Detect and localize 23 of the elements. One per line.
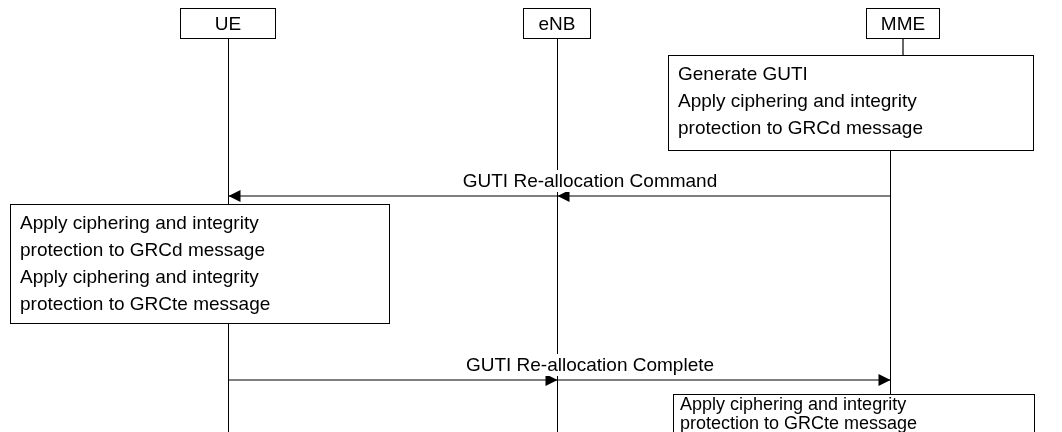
note-box (10, 204, 390, 324)
lifeline (557, 39, 558, 432)
note-text: Generate GUTI (678, 62, 809, 86)
message-arrow (556, 374, 892, 386)
lifeline (890, 151, 891, 394)
note-text: Apply ciphering and integrity protection to GRCd message (678, 89, 924, 140)
participant-label: MME (880, 14, 926, 33)
message-arrow (227, 374, 559, 386)
participant-box (866, 8, 940, 39)
note-text: Apply ciphering and integrity protection to GRCte message (20, 265, 272, 316)
message-arrow (227, 190, 559, 202)
message-label: GUTI Re-allocation Command (460, 170, 720, 192)
lifeline (902, 38, 904, 56)
participant-label: UE (214, 14, 242, 33)
note-text: Apply ciphering and integrity protection to GRCte message (680, 395, 919, 432)
participant-box (180, 8, 276, 39)
note-box (668, 55, 1034, 151)
participant-box (523, 8, 591, 39)
message-arrow (556, 190, 892, 202)
note-box (673, 394, 1035, 432)
note-text: Apply ciphering and integrity protection to GRCd message (20, 211, 266, 262)
message-label: GUTI Re-allocation Complete (463, 354, 717, 376)
participant-label: eNB (538, 14, 576, 33)
